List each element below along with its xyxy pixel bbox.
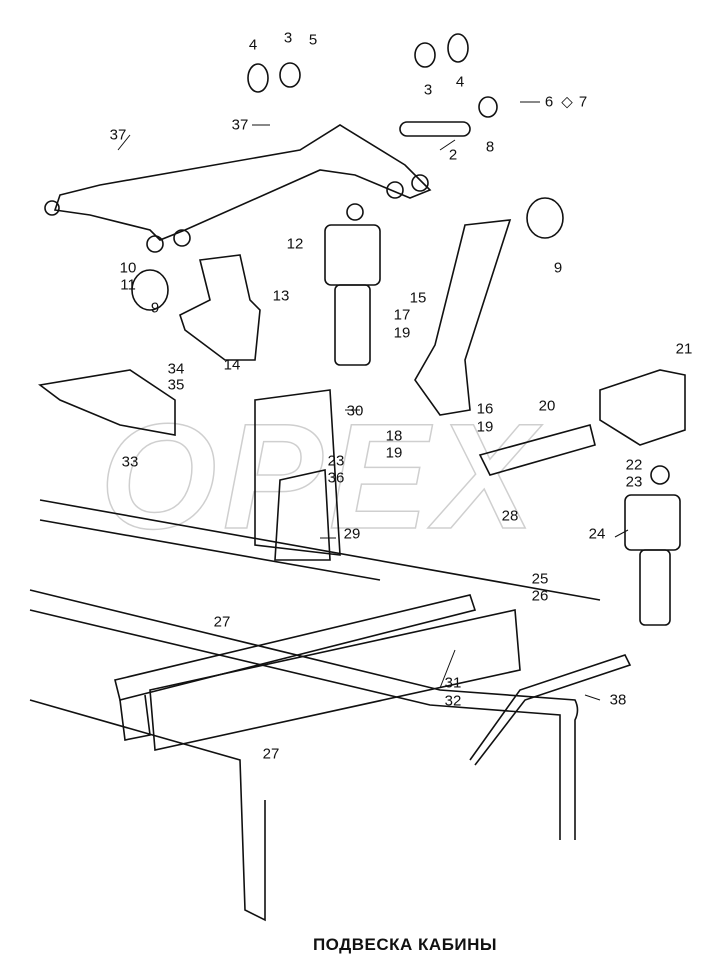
callout-label: 28 [501, 507, 519, 525]
callout-label: 20 [538, 397, 556, 415]
callout-label: 38 [609, 691, 627, 709]
callout-label: 27 [213, 613, 231, 631]
callout-label: 18 [385, 427, 403, 445]
diagram-title: ПОДВЕСКА КАБИНЫ [312, 935, 498, 954]
callout-label: 21 [675, 340, 693, 358]
callout-label: 32 [444, 692, 462, 710]
callout-label: 15 [409, 289, 427, 307]
guard-33 [38, 369, 176, 436]
callout-label: 7 [578, 93, 588, 111]
callout-label: 3 [283, 29, 293, 47]
callout-label: 8 [485, 138, 495, 156]
callout-label: 29 [343, 525, 361, 543]
callout-label: 6 [544, 93, 554, 111]
callout-label: 35 [167, 376, 185, 394]
callout-label: 34 [167, 360, 185, 378]
callout-label: 4 [248, 36, 258, 54]
chassis-frame [29, 499, 601, 922]
callout-label: 24 [588, 525, 606, 543]
callout-label: ◇ [561, 93, 573, 111]
callout-label: 13 [272, 287, 290, 305]
callout-label: 31 [444, 674, 462, 692]
callout-label: 19 [476, 418, 494, 436]
callout-label: 3 [423, 81, 433, 99]
callout-label: 26 [531, 587, 549, 605]
bracket-14 [179, 254, 261, 361]
callout-label: 36 [327, 469, 345, 487]
callout-label: 2 [448, 146, 458, 164]
callout-label: 10 [119, 259, 137, 277]
bushings [131, 33, 564, 311]
lever-15 [414, 219, 512, 416]
callout-label: 30 [346, 402, 364, 420]
pin-2 [399, 121, 471, 137]
rod-38 [469, 654, 632, 766]
callout-label: 23 [327, 452, 345, 470]
callout-label: 4 [455, 73, 465, 91]
callout-label: 19 [385, 444, 403, 462]
callout-label: 9 [553, 259, 563, 277]
shock-absorber-24 [624, 465, 681, 626]
callout-label: 14 [223, 356, 241, 374]
shock-absorber-12 [324, 203, 381, 366]
leader-lines [117, 101, 629, 701]
plate-30 [254, 389, 341, 561]
callout-label: 16 [476, 400, 494, 418]
callout-label: 23 [625, 473, 643, 491]
callout-label: 19 [393, 324, 411, 342]
callout-label: 11 [120, 276, 136, 294]
mounting-bracket-27 [114, 594, 521, 751]
callout-label: 27 [262, 745, 280, 763]
bracket-21 [599, 369, 686, 446]
callout-label: 37 [231, 116, 249, 134]
rod-20 [478, 424, 596, 476]
callout-label: 37 [109, 126, 127, 144]
watermark-logo: OPEX [99, 391, 541, 561]
callout-label: 22 [625, 456, 643, 474]
callout-label: 17 [393, 306, 411, 324]
callout-label: 5 [308, 31, 318, 49]
callout-label: 25 [531, 570, 549, 588]
callout-label: 12 [286, 235, 304, 253]
cross-arm [44, 124, 432, 253]
callout-label: 9 [150, 299, 160, 317]
callout-label: 33 [121, 453, 139, 471]
